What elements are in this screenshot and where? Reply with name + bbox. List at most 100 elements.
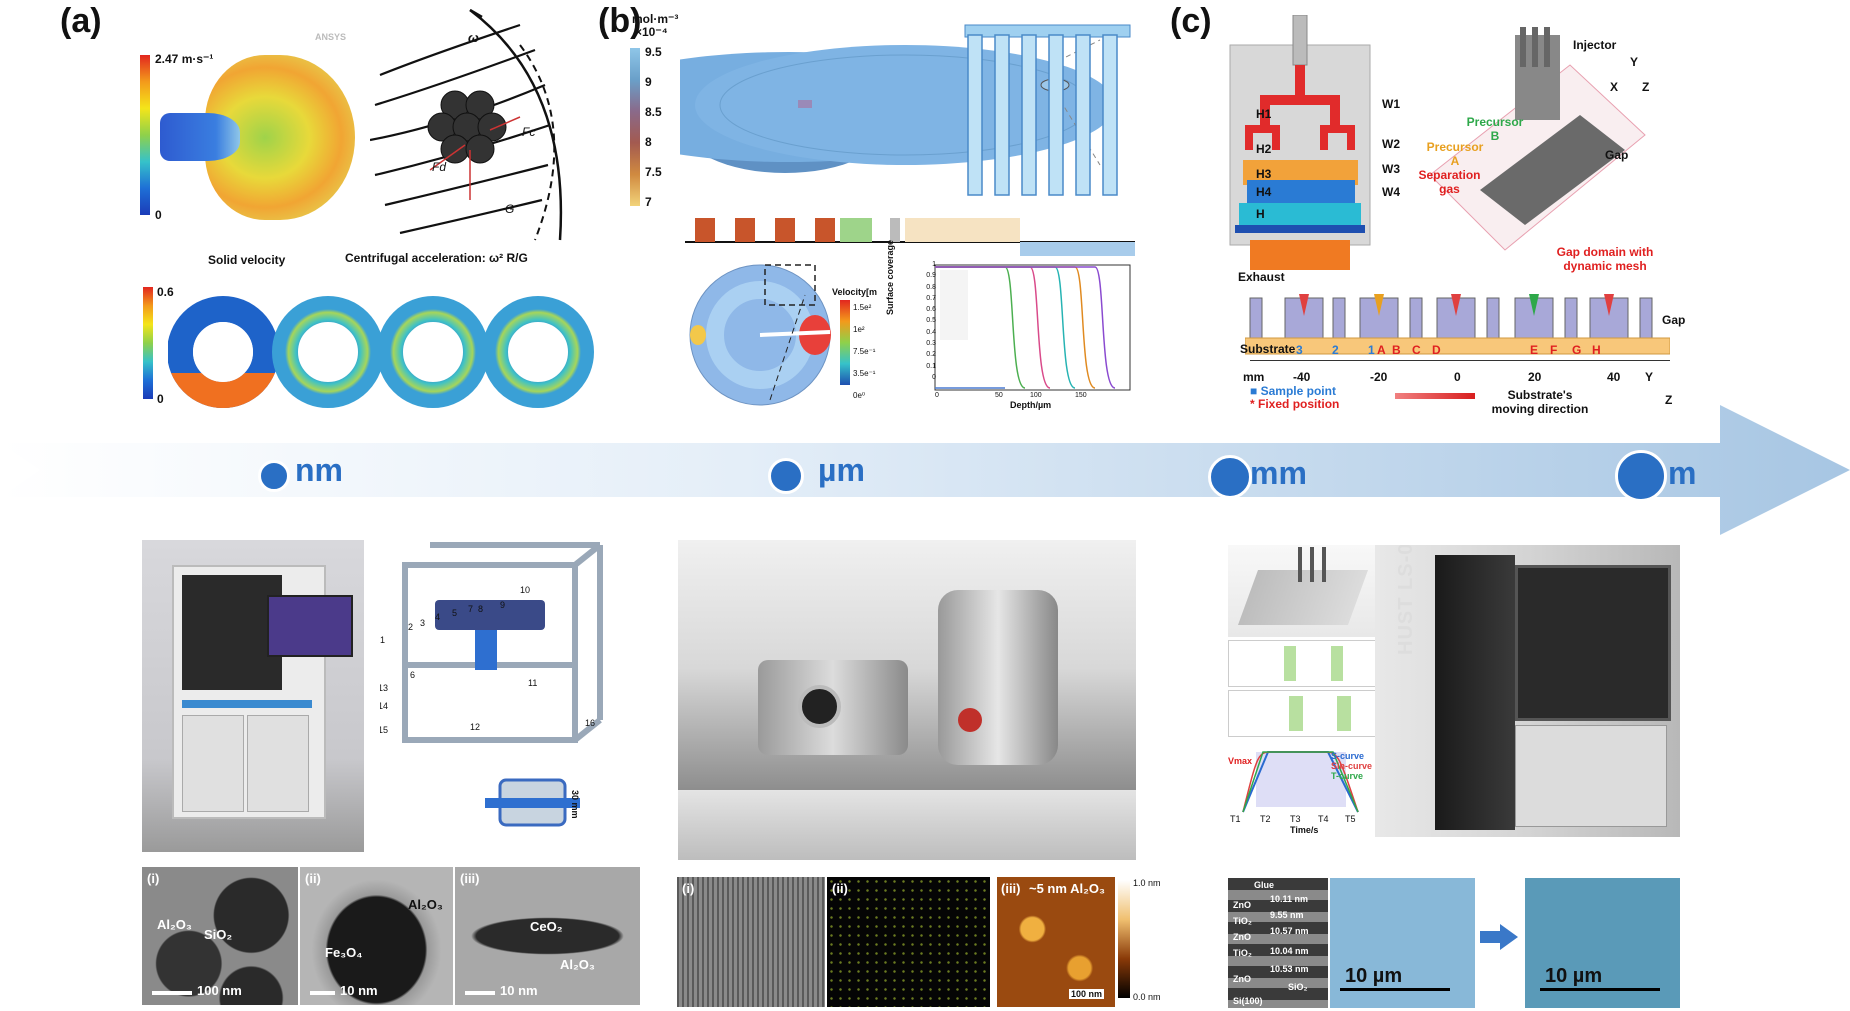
scale-label-mm: mm xyxy=(1250,455,1307,491)
part-14: 14 xyxy=(380,701,389,711)
axis-x-3d: X xyxy=(1610,80,1619,94)
tick-40: 40 xyxy=(1607,370,1621,384)
injector-label: Injector xyxy=(1573,38,1617,52)
substrate-label: Substrate xyxy=(1240,342,1296,356)
gap-label: Gap xyxy=(1605,148,1629,162)
panel-label-c: (c) xyxy=(1170,2,1212,40)
ald-reactor-photo xyxy=(678,540,1136,860)
precursor-a-label: Precursor A xyxy=(1426,140,1484,168)
sample-1: 1 xyxy=(1368,343,1375,357)
h2-label: H2 xyxy=(1256,142,1272,156)
moving-direction-label: Substrate's moving direction xyxy=(1491,388,1589,416)
w2-label: W2 xyxy=(1382,137,1400,151)
scale-dot-um xyxy=(768,458,804,494)
part-2: 2 xyxy=(408,622,414,632)
ls062-equipment-photo: HUST LS-062 Equipment xyxy=(1375,545,1680,837)
h3-label: H3 xyxy=(1256,167,1272,181)
tem-image-i: (i) Al₂O₃ SiO₂ 100 nm xyxy=(142,867,298,1005)
exhaust-label: Exhaust xyxy=(1238,270,1285,284)
fc-label: Fc xyxy=(522,125,536,139)
omega-label: ω xyxy=(468,30,479,45)
part-6: 6 xyxy=(410,670,416,680)
part-4: 4 xyxy=(435,612,441,622)
axis-z-label: Z xyxy=(1665,393,1673,407)
injector-3d xyxy=(1429,27,1646,251)
fd-label: Fd xyxy=(432,160,447,174)
part-8: 8 xyxy=(478,604,484,614)
h1-label: H1 xyxy=(1256,107,1272,121)
rotary-reactor-schematic: 1 2 3 4 5 6 7 8 9 10 11 12 13 14 15 16 3… xyxy=(380,540,620,852)
part-11: 11 xyxy=(528,678,538,688)
gap-label-2: Gap xyxy=(1662,313,1686,327)
pulse-sequence xyxy=(685,218,1135,256)
afm-image-iii: (iii) ~5 nm Al₂O₃ 100 nm xyxy=(997,877,1115,1007)
h-label: H xyxy=(1256,207,1265,221)
afm-bar-max: 1.0 nm xyxy=(1133,878,1161,888)
scale-dot-mm xyxy=(1208,455,1252,499)
trench-comb xyxy=(964,24,1131,196)
eds-image-ii: (ii) xyxy=(827,877,990,1007)
injector-2d xyxy=(1229,15,1371,270)
velocity-title: Velocity[m xyxy=(832,287,878,297)
timing-plot-1 xyxy=(1228,640,1380,687)
axis-y-label: Y xyxy=(1645,370,1654,384)
scale-dot-m xyxy=(1615,450,1667,502)
part-15: 15 xyxy=(380,725,389,735)
coverage-ylabel: Surface coverage xyxy=(885,239,895,315)
caption-centrifugal: Centrifugal acceleration: ω² R/G xyxy=(345,251,528,265)
substrate-manifold xyxy=(1245,294,1670,355)
fixed-g: G xyxy=(1572,343,1582,357)
w1-label: W1 xyxy=(1382,97,1400,111)
part-13: 13 xyxy=(380,683,389,693)
tem-image-iii: (iii) CeO₂ Al₂O₃ 10 nm xyxy=(455,867,640,1005)
separation-gas-label: Separation gas xyxy=(1418,168,1481,196)
velocity-ticks: 1.5e² 1e² 7.5e⁻¹ 3.5e⁻¹ 0e⁰ xyxy=(853,303,876,400)
part-5: 5 xyxy=(452,608,458,618)
inlet-jet xyxy=(160,113,240,161)
scale-dot-nm xyxy=(258,460,290,492)
mm-axis-line xyxy=(1250,360,1670,361)
optical-image-after: 10 µm xyxy=(1525,878,1680,1008)
fixed-d: D xyxy=(1432,343,1441,357)
fixed-f: F xyxy=(1550,343,1558,357)
unit-label-2: ×10⁻⁴ xyxy=(635,25,668,39)
tick-20: 20 xyxy=(1528,370,1542,384)
velocity-curve-plot: Vmax S-curve Sin-curve T-curve Time/s T1… xyxy=(1228,742,1378,837)
fixed-b: B xyxy=(1392,343,1401,357)
equipment-label: HUST LS-062 Equipment xyxy=(1395,545,1417,655)
part-9: 9 xyxy=(500,600,506,610)
velocity-field-disc xyxy=(689,264,831,406)
concentration-rings xyxy=(168,296,594,408)
scale-label-m: m xyxy=(1668,455,1697,491)
ansys-logo: ANSYS xyxy=(315,32,347,42)
sample-3: 3 xyxy=(1296,343,1303,357)
fixed-e: E xyxy=(1530,343,1539,357)
part-1: 1 xyxy=(380,635,386,645)
part-10: 10 xyxy=(520,585,531,595)
tick-neg40: -40 xyxy=(1293,370,1311,384)
g-label: G xyxy=(505,202,515,216)
velocity-colorbar xyxy=(140,55,150,215)
part-7: 7 xyxy=(468,604,474,614)
ald-machine-photo xyxy=(142,540,364,852)
spatial-ald-model xyxy=(1228,545,1378,637)
centrifugal-schematic xyxy=(370,8,563,241)
sample-2: 2 xyxy=(1332,343,1339,357)
fixed-a: A xyxy=(1377,343,1386,357)
timing-plot-2 xyxy=(1228,690,1380,737)
moving-direction-arrow xyxy=(1395,393,1475,399)
optical-image-before: 10 µm xyxy=(1330,878,1475,1008)
tick-0: 0 xyxy=(1454,370,1461,384)
tem-image-ii: (ii) Fe₃O₄ Al₂O₃ 10 nm xyxy=(300,867,453,1005)
colorbar-min: 0 xyxy=(155,208,162,222)
coverage-plot xyxy=(934,264,1131,391)
fixed-c: C xyxy=(1412,343,1421,357)
unit-label: mol·m⁻³ xyxy=(632,12,679,26)
legend-fixed-position: * Fixed position xyxy=(1250,397,1340,411)
legend-sample-point: ■ Sample point xyxy=(1250,384,1336,398)
panel-label-a: (a) xyxy=(60,2,102,40)
cylinder-dimension: 30 mm xyxy=(570,790,580,819)
axis-z-3d: Z xyxy=(1642,80,1650,94)
axis-y-3d: Y xyxy=(1630,55,1639,69)
panel-label-b: (b) xyxy=(598,2,642,40)
